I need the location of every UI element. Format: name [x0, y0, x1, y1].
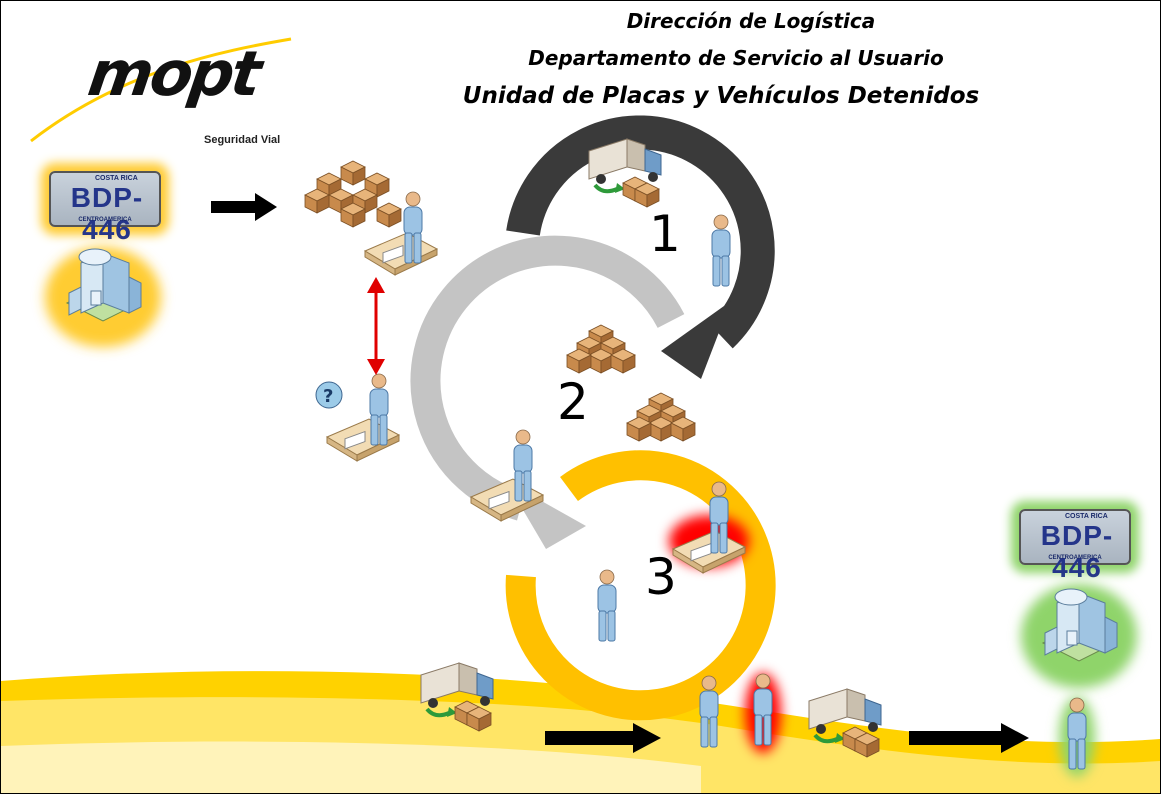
- license-plate-icon: COSTA RICA BDP-446 CENTROAMERICA: [49, 171, 161, 245]
- arrow-icon: [545, 723, 661, 753]
- person-icon: [597, 569, 617, 642]
- truck-icon: [589, 139, 661, 207]
- truck-icon: [421, 663, 493, 731]
- boxes-icon: [304, 160, 402, 228]
- plate-top-text: COSTA RICA: [1065, 513, 1108, 520]
- ring-1: [506, 115, 775, 349]
- truck-icon: [809, 689, 881, 757]
- person-icon: [699, 675, 719, 748]
- ring-1-arrowhead: [661, 301, 731, 379]
- arrow-icon: [909, 723, 1029, 753]
- plate-number: BDP-446: [1040, 520, 1114, 583]
- ring-3: [505, 450, 776, 721]
- boxes-icon: [566, 324, 636, 374]
- clerk-desk-icon: [470, 429, 544, 522]
- plate-number: BDP-446: [70, 182, 144, 245]
- header-line-2: Departamento de Servicio al Usuario: [528, 46, 944, 70]
- license-plate-icon: COSTA RICA BDP-446 CENTROAMERICA: [1019, 509, 1131, 583]
- logo-subtitle: Seguridad Vial: [204, 134, 281, 146]
- step-number-2: 2: [557, 373, 589, 431]
- double-arrow-icon: [367, 277, 385, 375]
- arrow-icon: [211, 193, 277, 221]
- plate-bottom-text: CENTROAMERICA: [78, 217, 132, 223]
- plate-bottom-text: CENTROAMERICA: [1048, 555, 1102, 561]
- header-line-1: Dirección de Logística: [626, 9, 876, 33]
- help-desk-icon: ?: [315, 373, 400, 462]
- person-icon: [711, 214, 731, 287]
- boxes-icon: [626, 392, 696, 442]
- step-number-1: 1: [649, 205, 681, 263]
- step-number-3: 3: [645, 548, 677, 606]
- ring-2: [410, 235, 685, 521]
- svg-text:?: ?: [323, 386, 333, 407]
- header-line-3: Unidad de Placas y Vehículos Detenidos: [462, 83, 980, 109]
- plate-top-text: COSTA RICA: [95, 175, 138, 182]
